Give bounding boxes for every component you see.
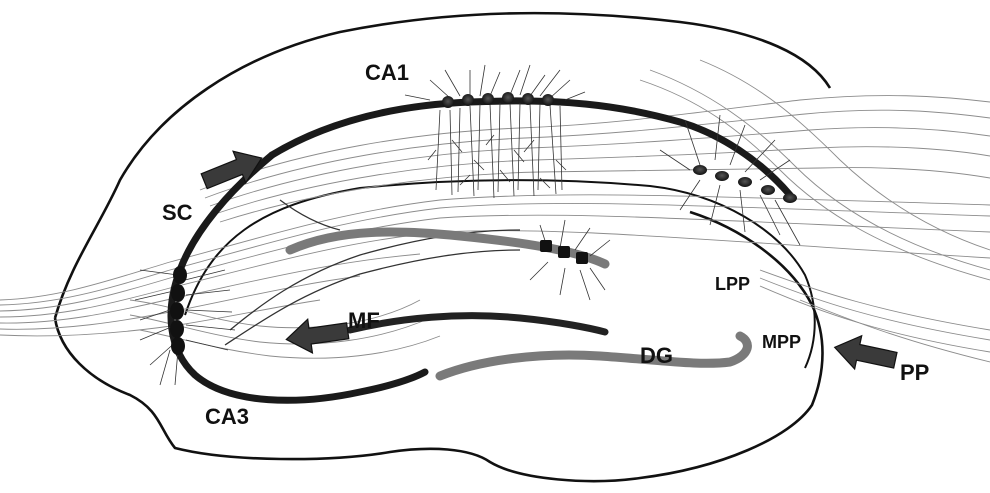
- hippocampus-outline: [55, 13, 830, 481]
- label-lpp: LPP: [715, 274, 750, 294]
- ca1-dendrite-cluster: [405, 65, 585, 198]
- label-mf: MF: [348, 308, 380, 333]
- label-ca1: CA1: [365, 60, 409, 85]
- arrow-left-icon: [831, 331, 899, 377]
- label-dg: DG: [640, 343, 673, 368]
- dg-inner-blade: [350, 316, 605, 332]
- label-ca3: CA3: [205, 404, 249, 429]
- dg-granule-layer-lower: [440, 336, 747, 376]
- label-sc: SC: [162, 200, 193, 225]
- label-mpp: MPP: [762, 332, 801, 352]
- arrow-left-icon: [284, 314, 350, 356]
- label-pp: PP: [900, 360, 929, 385]
- ca3-pyramidal-layer: [171, 155, 425, 400]
